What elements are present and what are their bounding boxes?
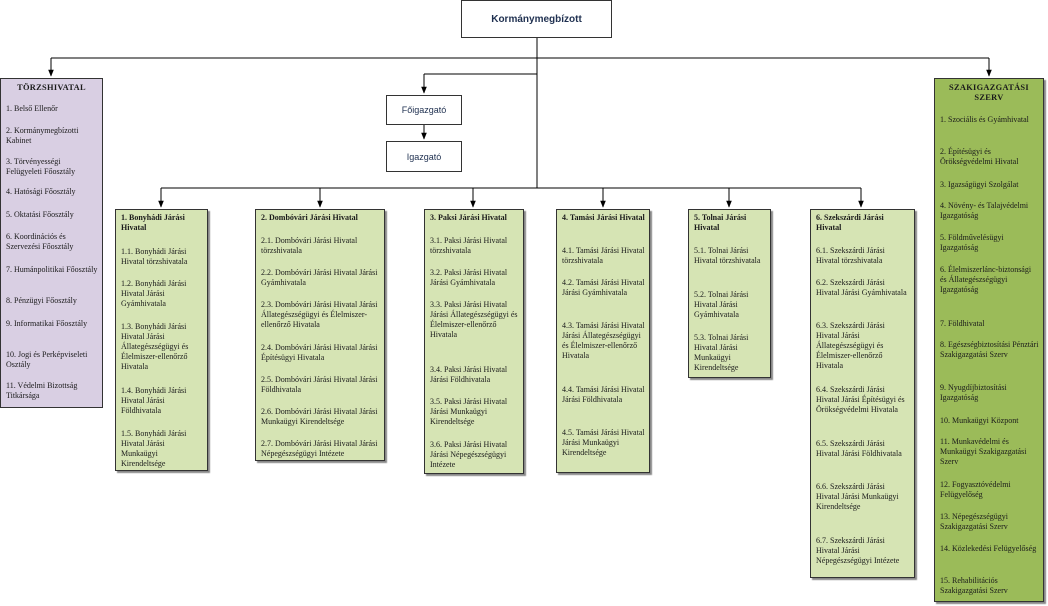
jaras-box-dombovar: 2. Dombóvári Járási Hivatal 2.1. Dombóvá… bbox=[255, 209, 385, 461]
list-item: 1.4. Bonyhádi Járási Hivatal Járási Föld… bbox=[121, 386, 187, 415]
list-item: 6.1. Szekszárdi Járási Hivatal törzshiva… bbox=[816, 246, 885, 265]
list-item: 15. Rehabilitációs Szakigazgatási Szerv bbox=[940, 576, 1008, 595]
jaras-title: 3. Paksi Járási Hivatal bbox=[430, 213, 507, 222]
list-item: 3.6. Paksi Járási Hivatal Járási Népegés… bbox=[430, 440, 508, 469]
jaras-title: 6. Szekszárdi Járási Hivatal bbox=[816, 213, 884, 232]
list-item: 8. Pénzügyi Főosztály bbox=[6, 296, 77, 305]
list-item: 5.1. Tolnai Járási Hivatal törzshivatala bbox=[694, 246, 761, 265]
igazgato-box: Igazgató bbox=[386, 141, 462, 172]
list-item: 5.2. Tolnai Járási Hivatal Járási Gyámhi… bbox=[694, 290, 749, 319]
list-item: 1.5. Bonyhádi Járási Hivatal Járási Munk… bbox=[121, 429, 187, 468]
jaras-title: 1. Bonyhádi Járási Hivatal bbox=[121, 213, 185, 232]
list-item: 10. Munkaügyi Központ bbox=[940, 416, 1019, 425]
list-item: 4.3. Tamási Járási Hivatal Járási Állate… bbox=[562, 321, 645, 360]
kormanymegbizott-label: Kormánymegbízott bbox=[491, 13, 582, 25]
list-item: 2.5. Dombóvári Járási Hivatal Járási Föl… bbox=[261, 375, 378, 394]
torzshivatal-panel: TÖRZSHIVATAL 1. Belső Ellenőr 2. Kormány… bbox=[0, 78, 103, 408]
list-item: 1.2. Bonyhádi Járási Hivatal Járási Gyám… bbox=[121, 279, 187, 308]
list-item: 3.2. Paksi Járási Hivatal Járási Gyámhiv… bbox=[430, 268, 508, 287]
list-item: 6.7. Szekszárdi Járási Hivatal Járási Né… bbox=[816, 536, 900, 565]
list-item: 1.1. Bonyhádi Járási Hivatal törzshivata… bbox=[121, 247, 188, 266]
list-item: 3. Igazságügyi Szolgálat bbox=[940, 180, 1019, 189]
list-item: 5.3. Tolnai Járási Hivatal Járási Munkaü… bbox=[694, 333, 749, 372]
list-item: 2. Építésügyi és Örökségvédelmi Hivatal bbox=[940, 147, 1019, 166]
jaras-title: 2. Dombóvári Járási Hivatal bbox=[261, 213, 358, 222]
foigazgato-box: Főigazgató bbox=[386, 95, 462, 125]
list-item: 4. Növény- és Talajvédelmi Igazgatóság bbox=[940, 201, 1029, 220]
list-item: 6.2. Szekszárdi Járási Hivatal Járási Gy… bbox=[816, 278, 907, 297]
list-item: 5. Oktatási Főosztály bbox=[6, 210, 74, 219]
list-item: 6.5. Szekszárdi Járási Hivatal Járási Fö… bbox=[816, 439, 902, 458]
list-item: 10. Jogi és Perképviseleti Osztály bbox=[6, 350, 88, 369]
list-item: 3.4. Paksi Járási Hivatal Járási Földhiv… bbox=[430, 365, 508, 384]
list-item: 1. Szociális és Gyámhivatal bbox=[940, 115, 1029, 124]
list-item: 12. Fogyasztóvédelmi Felügyelőség bbox=[940, 480, 1011, 499]
jaras-box-tamasi: 4. Tamási Járási Hivatal 4.1. Tamási Jár… bbox=[556, 209, 650, 473]
list-item: 6.3. Szekszárdi Járási Hivatal Járási Ál… bbox=[816, 321, 885, 370]
kormanymegbizott-box: Kormánymegbízott bbox=[461, 0, 612, 38]
jaras-box-szekszard: 6. Szekszárdi Járási Hivatal 6.1. Szeksz… bbox=[810, 209, 915, 578]
list-item: 2.3. Dombóvári Járási Hivatal Járási Áll… bbox=[261, 300, 378, 329]
list-item: 11. Védelmi Bizottság Titkársága bbox=[6, 381, 78, 400]
list-item: 3.3. Paksi Járási Hivatal Járási Állateg… bbox=[430, 300, 518, 339]
list-item: 7. Humánpolitikai Főosztály bbox=[6, 265, 98, 274]
torzshivatal-title: TÖRZSHIVATAL bbox=[17, 83, 86, 92]
list-item: 2. Kormánymegbízotti Kabinet bbox=[6, 126, 79, 145]
list-item: 9. Informatikai Főosztály bbox=[6, 319, 88, 328]
list-item: 2.6. Dombóvári Járási Hivatal Járási Mun… bbox=[261, 407, 378, 426]
szakigazgatasi-title: SZAKIGAZGATÁSI SZERV bbox=[949, 83, 1029, 102]
jaras-box-tolna: 5. Tolnai Járási Hivatal 5.1. Tolnai Jár… bbox=[688, 209, 771, 378]
list-item: 6. Élelmiszerlánc-biztonsági és Állategé… bbox=[940, 265, 1032, 294]
list-item: 2.4. Dombóvári Járási Hivatal Járási Épí… bbox=[261, 343, 378, 362]
list-item: 2.7. Dombóvári Járási Hivatal Járási Nép… bbox=[261, 439, 378, 458]
list-item: 4.1. Tamási Járási Hivatal törzshivatala bbox=[562, 246, 645, 265]
list-item: 1.3. Bonyhádi Járási Hivatal Járási Álla… bbox=[121, 322, 189, 371]
list-item: 7. Földhivatal bbox=[940, 319, 985, 328]
list-item: 9. Nyugdíjbiztosítási Igazgatóság bbox=[940, 383, 1007, 402]
igazgato-label: Igazgató bbox=[406, 151, 442, 162]
list-item: 2.2. Dombóvári Járási Hivatal Járási Gyá… bbox=[261, 268, 378, 287]
list-item: 4.2. Tamási Járási Hivatal Járási Gyámhi… bbox=[562, 278, 645, 297]
list-item: 4.5. Tamási Járási Hivatal Járási Munkaü… bbox=[562, 428, 645, 457]
list-item: 3. Törvényességi Felügyeleti Főosztály bbox=[6, 157, 76, 176]
list-item: 4. Hatósági Főosztály bbox=[6, 187, 76, 196]
list-item: 11. Munkavédelmi és Munkaügyi Szakigazga… bbox=[940, 437, 1027, 466]
list-item: 6. Koordinációs és Szervezési Főosztály bbox=[6, 232, 74, 251]
jaras-box-bonyhad: 1. Bonyhádi Járási Hivatal 1.1. Bonyhádi… bbox=[115, 209, 208, 471]
list-item: 4.4. Tamási Járási Hivatal Járási Földhi… bbox=[562, 385, 645, 404]
list-item: 8. Egészségbiztosítási Pénztári Szakigaz… bbox=[940, 340, 1039, 359]
list-item: 2.1. Dombóvári Járási Hivatal törzshivat… bbox=[261, 236, 358, 255]
list-item: 14. Közlekedési Felügyelőség bbox=[940, 544, 1037, 553]
jaras-box-paks: 3. Paksi Járási Hivatal 3.1. Paksi Járás… bbox=[424, 209, 524, 474]
list-item: 3.1. Paksi Járási Hivatal törzshivatala bbox=[430, 236, 508, 255]
list-item: 6.4. Szekszárdi Járási Hivatal Járási Ép… bbox=[816, 385, 905, 414]
foigazgato-label: Főigazgató bbox=[401, 105, 447, 115]
list-item: 13. Népegészségügyi Szakigazgatási Szerv bbox=[940, 512, 1008, 531]
jaras-title: 5. Tolnai Járási Hivatal bbox=[694, 213, 747, 232]
szakigazgatasi-panel: SZAKIGAZGATÁSI SZERV 1. Szociális és Gyá… bbox=[934, 78, 1044, 602]
jaras-title: 4. Tamási Járási Hivatal bbox=[562, 213, 645, 222]
list-item: 1. Belső Ellenőr bbox=[6, 104, 58, 113]
list-item: 5. Földművelésügyi Igazgatóság bbox=[940, 233, 1004, 252]
list-item: 6.6. Szekszárdi Járási Hivatal Járási Mu… bbox=[816, 482, 899, 511]
list-item: 3.5. Paksi Járási Hivatal Járási Munkaüg… bbox=[430, 397, 508, 426]
